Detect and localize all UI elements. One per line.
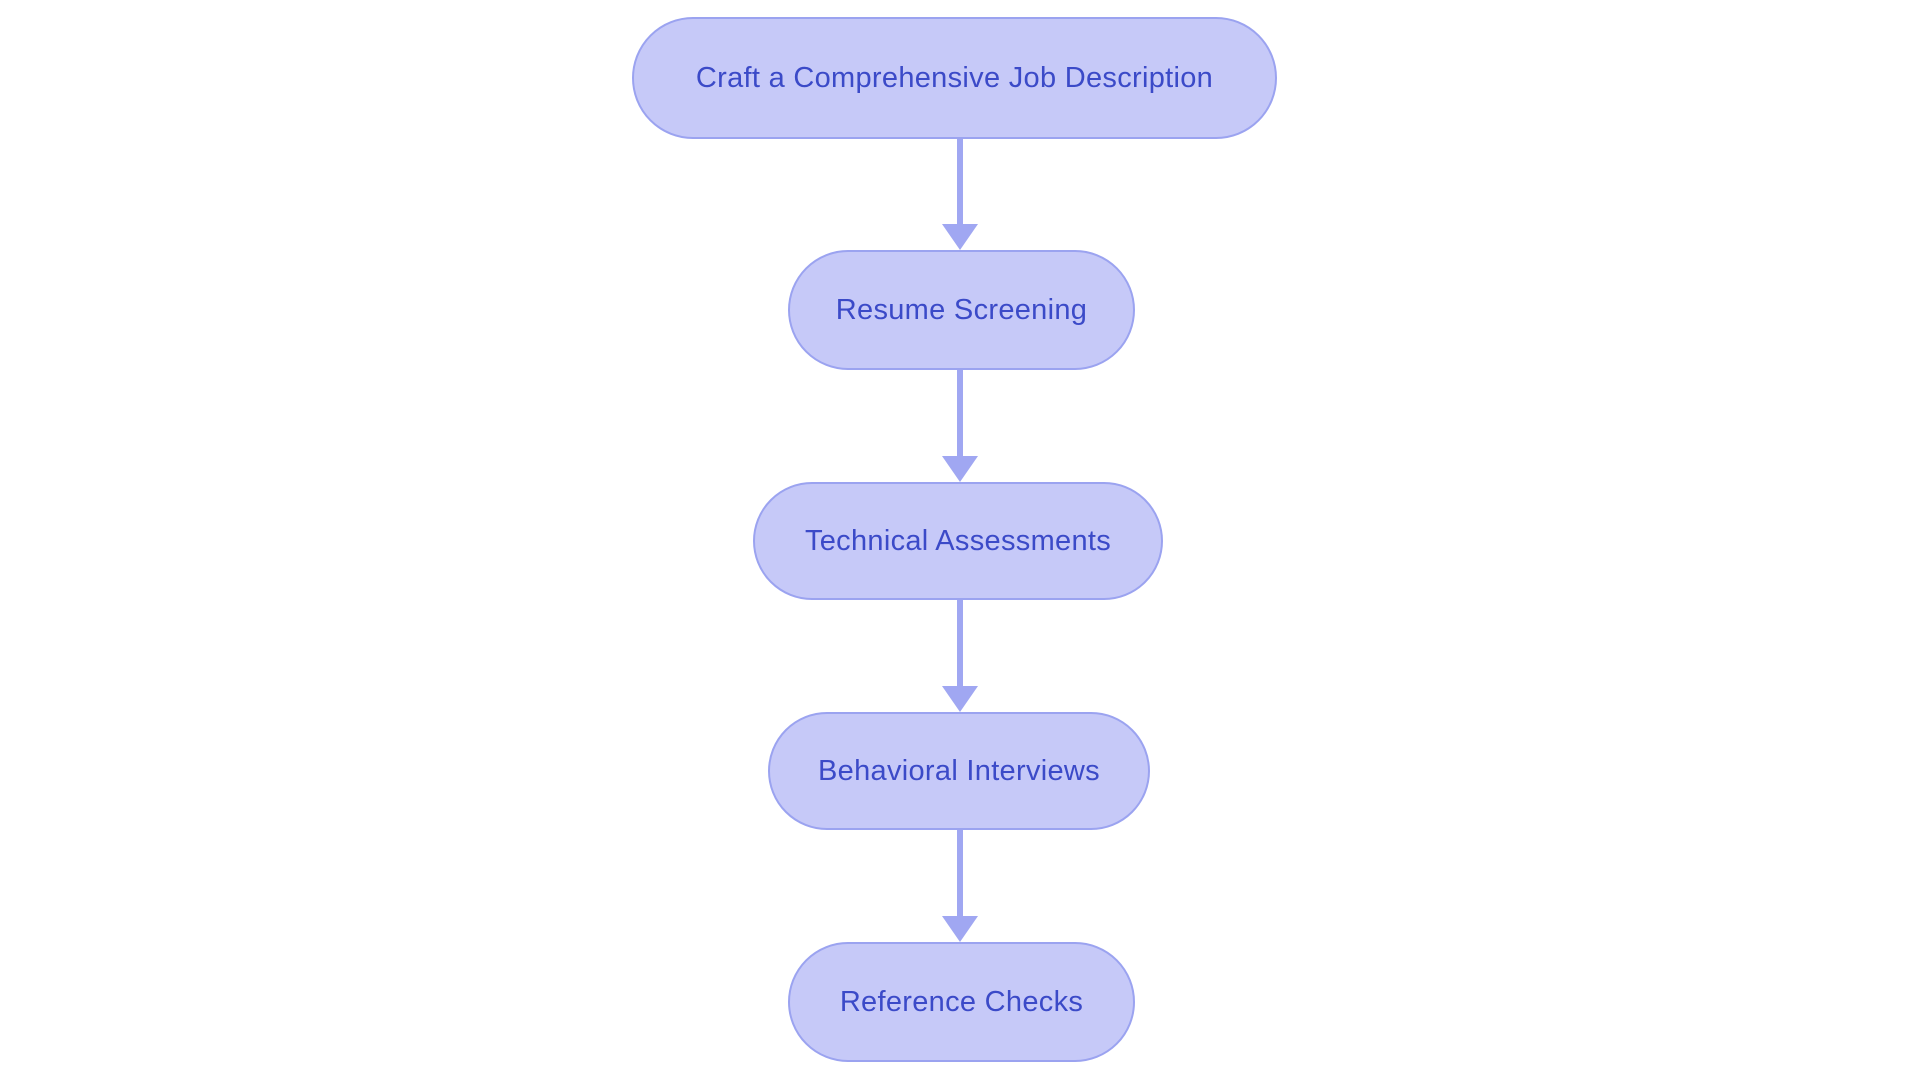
flow-node-job-description: Craft a Comprehensive Job Description	[632, 17, 1277, 139]
flow-arrow-4-to-5	[942, 830, 978, 942]
flow-node-behavioral-interviews: Behavioral Interviews	[768, 712, 1150, 830]
flow-node-label: Technical Assessments	[804, 524, 1112, 557]
flow-arrow-3-to-4	[942, 600, 978, 712]
arrow-head-icon	[942, 686, 978, 712]
arrow-shaft	[957, 139, 963, 228]
flow-arrow-1-to-2	[942, 139, 978, 250]
flow-node-resume-screening: Resume Screening	[788, 250, 1135, 370]
arrow-head-icon	[942, 224, 978, 250]
flow-node-label: Reference Checks	[839, 985, 1084, 1018]
flow-node-label: Behavioral Interviews	[818, 754, 1100, 787]
flow-node-reference-checks: Reference Checks	[788, 942, 1135, 1062]
arrow-head-icon	[942, 456, 978, 482]
flow-arrow-2-to-3	[942, 370, 978, 482]
arrow-head-icon	[942, 916, 978, 942]
arrow-shaft	[957, 830, 963, 920]
flow-node-technical-assessments: Technical Assessments	[753, 482, 1163, 600]
arrow-shaft	[957, 370, 963, 460]
flow-node-label: Craft a Comprehensive Job Description	[695, 61, 1214, 94]
flow-node-label: Resume Screening	[835, 293, 1088, 326]
arrow-shaft	[957, 600, 963, 690]
